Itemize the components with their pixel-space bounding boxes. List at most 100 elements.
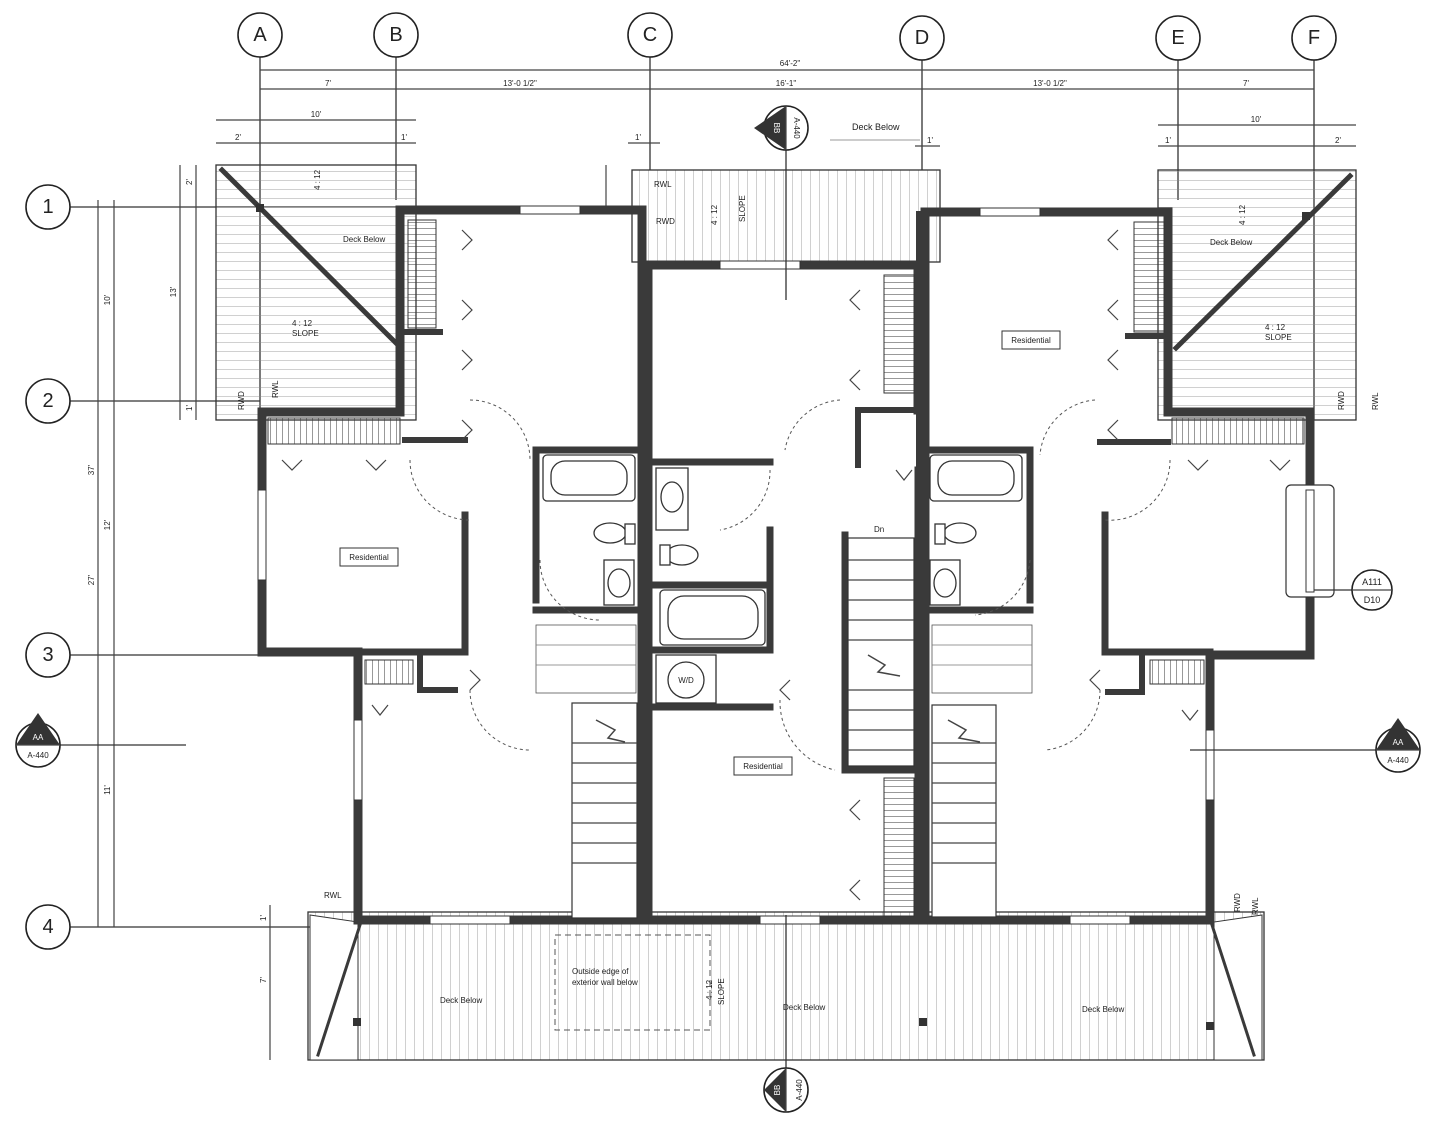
svg-text:1': 1'	[401, 133, 407, 142]
svg-text:4 : 12: 4 : 12	[1238, 204, 1247, 225]
svg-text:SLOPE: SLOPE	[738, 195, 747, 222]
stair-center: Dn	[847, 525, 915, 767]
toilet-icon	[943, 522, 977, 544]
svg-text:1': 1'	[927, 136, 933, 145]
grid-bubble-2: 2	[25, 378, 71, 424]
svg-text:Residential: Residential	[349, 553, 389, 562]
section-marker-aa-right: AA A-440	[1190, 718, 1421, 773]
svg-text:BB: BB	[773, 1085, 782, 1096]
svg-text:27': 27'	[87, 574, 96, 585]
room-label-left: Residential	[339, 547, 399, 567]
svg-text:A-440: A-440	[795, 1079, 804, 1101]
svg-text:Deck Below: Deck Below	[1210, 238, 1252, 247]
svg-text:7': 7'	[1243, 79, 1249, 88]
deck-below-label: Deck Below	[343, 235, 385, 244]
svg-text:7': 7'	[259, 977, 268, 983]
svg-text:W/D: W/D	[678, 676, 694, 685]
bath-center: W/D	[655, 467, 766, 704]
svg-text:A-440: A-440	[27, 751, 49, 760]
svg-text:A-440: A-440	[1387, 756, 1409, 765]
svg-text:RWD: RWD	[1233, 893, 1242, 912]
svg-text:exterior wall below: exterior wall below	[572, 978, 638, 987]
svg-text:1: 1	[42, 196, 53, 218]
svg-text:4 : 12: 4 : 12	[292, 319, 313, 328]
sink-icon	[933, 568, 957, 598]
washer-dryer-icon	[667, 661, 705, 699]
svg-text:A-440: A-440	[792, 117, 801, 139]
bath-right	[929, 454, 1023, 606]
svg-text:D10: D10	[1364, 595, 1381, 605]
svg-text:Deck Below: Deck Below	[852, 122, 900, 132]
section-marker-aa-left: AA A-440	[15, 713, 186, 768]
sink-icon	[660, 481, 684, 513]
svg-text:1': 1'	[185, 405, 194, 411]
svg-text:2': 2'	[235, 133, 241, 142]
grid-bubble-d: D	[899, 15, 945, 61]
svg-text:AA: AA	[33, 733, 44, 742]
door-swings	[281, 229, 1291, 901]
stair-left	[535, 624, 638, 919]
overall-dimension: 64'-2"	[780, 59, 801, 68]
center-bay-dimension: 16'-1"	[776, 79, 797, 88]
svg-text:RWD: RWD	[237, 391, 246, 410]
svg-text:10': 10'	[103, 294, 112, 305]
svg-text:SLOPE: SLOPE	[1265, 333, 1292, 342]
svg-text:12': 12'	[103, 519, 112, 530]
svg-text:Deck Below: Deck Below	[783, 1003, 825, 1012]
svg-text:10': 10'	[1251, 115, 1262, 124]
grid-bubble-3: 3	[25, 632, 71, 678]
detail-marker: A111 D10	[1314, 569, 1393, 611]
svg-text:2: 2	[42, 390, 53, 412]
svg-text:Residential: Residential	[1011, 336, 1051, 345]
svg-text:Outside edge of: Outside edge of	[572, 967, 629, 976]
svg-text:RWD: RWD	[1337, 391, 1346, 410]
grid-bubble-b: B	[373, 12, 419, 58]
svg-text:SLOPE: SLOPE	[292, 329, 319, 338]
section-marker-bb-top: BB A-440	[754, 105, 809, 300]
stair-right	[931, 624, 1033, 918]
svg-text:SLOPE: SLOPE	[717, 978, 726, 1005]
svg-text:Deck Below: Deck Below	[1082, 1005, 1124, 1014]
svg-text:2': 2'	[185, 179, 194, 185]
dimension-strings: 64'-2" 13'-0 1/2" 16'-1" 13'-0 1/2" 7' 7…	[87, 59, 1356, 1060]
svg-text:37': 37'	[87, 464, 96, 475]
room-label-center: Residential	[733, 756, 793, 776]
grid-bubble-e: E	[1155, 15, 1201, 61]
svg-text:4 : 12: 4 : 12	[705, 979, 714, 1000]
sink-icon	[607, 568, 631, 598]
bath-left	[542, 454, 636, 606]
toilet-icon	[665, 544, 699, 566]
svg-text:Deck Below: Deck Below	[440, 996, 482, 1005]
section-marker-bb-bottom: BB A-440	[763, 915, 809, 1113]
svg-text:7': 7'	[325, 79, 331, 88]
svg-text:1': 1'	[259, 915, 268, 921]
svg-text:4 : 12: 4 : 12	[1265, 323, 1286, 332]
grid-bubble-a: A	[237, 12, 283, 58]
left-bay-dimension: 13'-0 1/2"	[503, 79, 537, 88]
svg-text:B: B	[389, 24, 402, 46]
svg-text:1': 1'	[635, 133, 641, 142]
right-bay-dimension: 13'-0 1/2"	[1033, 79, 1067, 88]
svg-text:C: C	[643, 24, 657, 46]
svg-text:F: F	[1308, 27, 1320, 49]
svg-text:BB: BB	[772, 123, 781, 134]
svg-text:3: 3	[42, 644, 53, 666]
grid-bubble-1: 1	[25, 184, 71, 230]
svg-text:AA: AA	[1393, 738, 1404, 747]
svg-text:RWL: RWL	[1251, 897, 1260, 915]
svg-text:Residential: Residential	[743, 762, 783, 771]
svg-text:D: D	[915, 27, 929, 49]
svg-text:RWD: RWD	[656, 217, 675, 226]
closets	[267, 219, 1305, 917]
svg-text:E: E	[1171, 27, 1184, 49]
grid-bubble-f: F	[1291, 15, 1337, 61]
svg-text:11': 11'	[103, 785, 112, 795]
svg-text:A111: A111	[1362, 577, 1382, 587]
stair-down-label: Dn	[874, 525, 884, 534]
svg-text:A: A	[253, 24, 267, 46]
svg-text:RWL: RWL	[654, 180, 672, 189]
svg-text:10': 10'	[311, 110, 322, 119]
deck-top-left: Deck Below 4 : 12 SLOPE 4 : 12 RWD RWL	[215, 164, 417, 421]
svg-text:RWL: RWL	[324, 891, 342, 900]
